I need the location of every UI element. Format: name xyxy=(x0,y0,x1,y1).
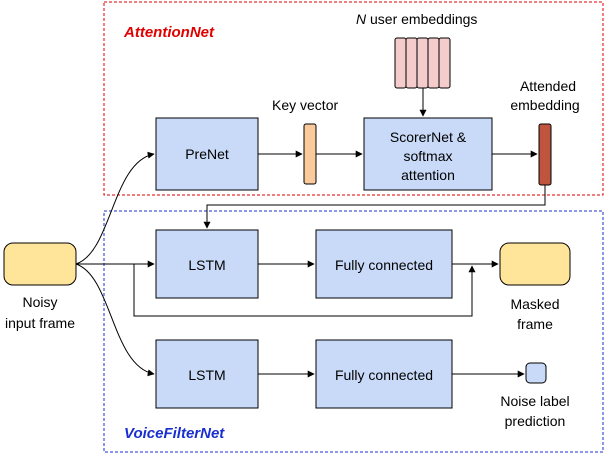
noisy-input-frame xyxy=(3,242,77,286)
noisy-label-line1: Noisy xyxy=(22,294,57,310)
user-embedding xyxy=(405,37,418,89)
voicefilter-net-title: VoiceFilterNet xyxy=(124,425,225,442)
attention-net-title: AttentionNet xyxy=(123,24,215,41)
user-embedding xyxy=(427,37,440,89)
lstm-label-1: LSTM xyxy=(188,257,225,273)
arrow-input-to-prenet xyxy=(75,151,155,265)
arrow-input-to-lstm-2 xyxy=(75,263,155,377)
scorernet-block xyxy=(363,117,493,191)
user-embedding xyxy=(394,37,407,89)
scorernet-label-line1: ScorerNet & xyxy=(390,129,467,145)
masked-label-line1: Masked xyxy=(510,296,559,312)
attended-label-line2: embedding xyxy=(510,97,579,113)
fully-connected-label-2: Fully connected xyxy=(335,367,433,383)
prenet-block xyxy=(155,117,259,191)
key-vector xyxy=(303,123,317,185)
noisy-label-line2: input frame xyxy=(5,315,75,331)
noise-label-line1: Noise label xyxy=(500,393,569,409)
attended-embedding xyxy=(538,123,552,186)
fully-connected-label-1: Fully connected xyxy=(335,257,433,273)
attended-label-line1: Attended xyxy=(520,78,576,94)
arrow-attended-to-lstm xyxy=(203,185,546,229)
lstm-block-1 xyxy=(155,229,259,299)
user-embedding xyxy=(416,37,429,89)
user-embedding xyxy=(438,37,451,89)
user-embeddings-label: N user embeddings xyxy=(356,11,477,27)
noise-label-line2: prediction xyxy=(505,413,566,429)
attention-net-boundary xyxy=(103,1,604,196)
masked-label-line2: frame xyxy=(517,316,553,332)
prenet-label: PreNet xyxy=(185,146,229,162)
user-embeddings-stack xyxy=(394,37,451,89)
lstm-label-2: LSTM xyxy=(188,367,225,383)
scorernet-label-line3: attention xyxy=(401,167,455,183)
noise-label-output xyxy=(525,362,547,384)
key-vector-label: Key vector xyxy=(272,97,338,113)
scorernet-label-line2: softmax xyxy=(403,148,452,164)
masked-frame xyxy=(499,242,571,286)
fully-connected-block-2 xyxy=(315,339,453,409)
connections xyxy=(75,88,546,378)
skip-input-to-mask xyxy=(133,264,476,317)
